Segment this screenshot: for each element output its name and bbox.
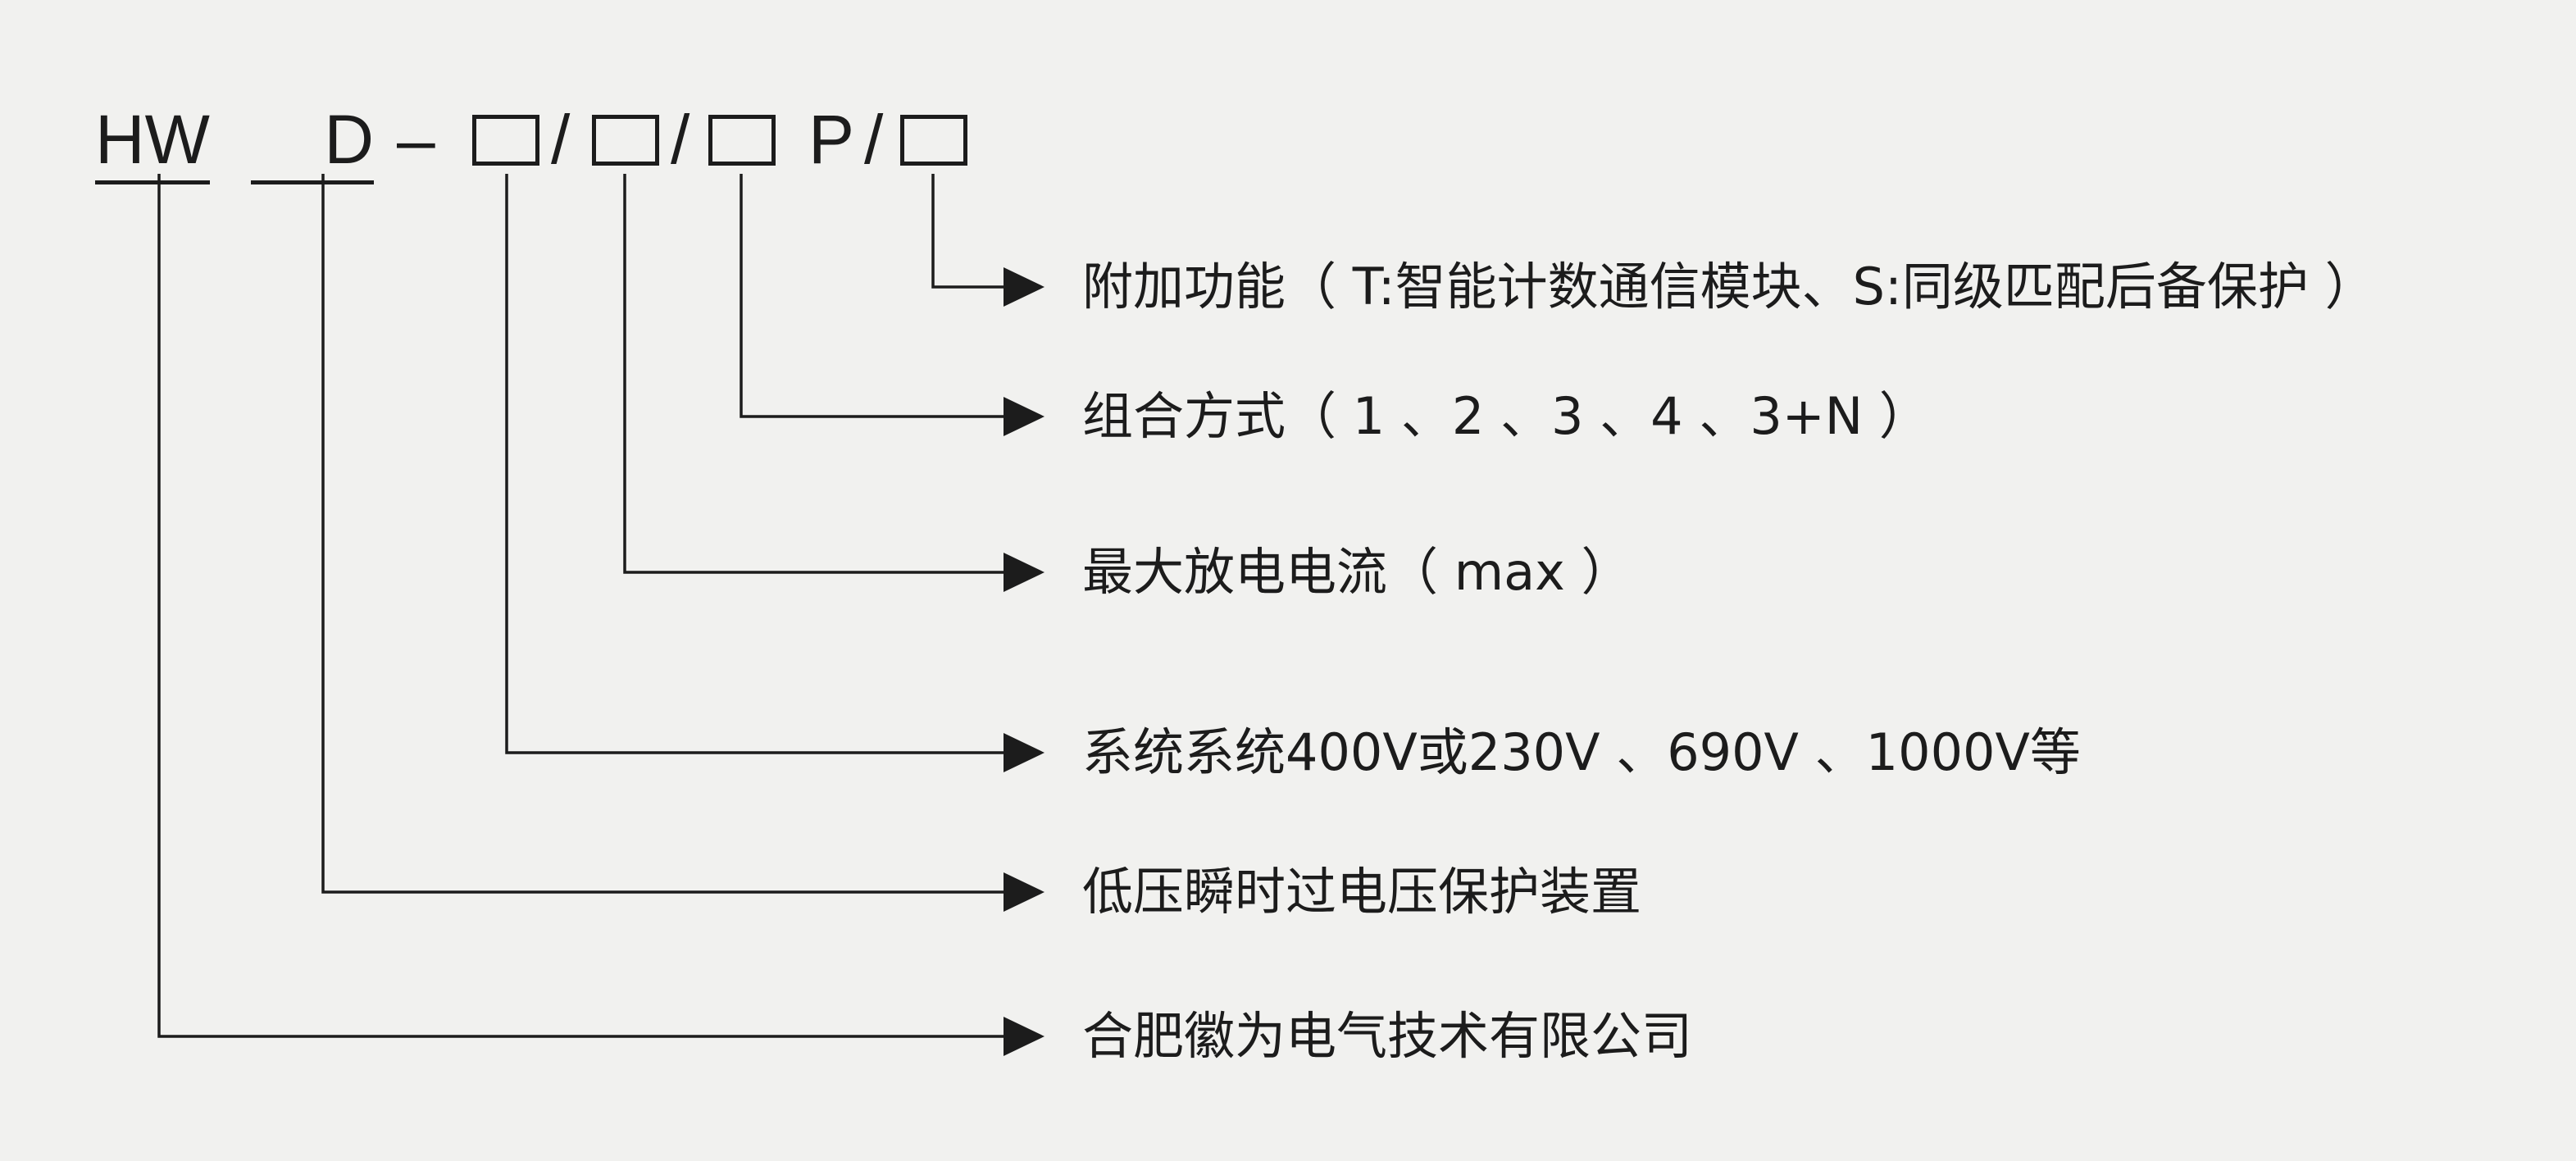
code-p-letter: P (808, 101, 855, 178)
code-slash-1: / (551, 101, 571, 178)
desc-company-name: 合肥徽为电气技术有限公司 (1082, 1006, 1693, 1066)
desc-combination-mode: 组合方式（ 1 、2 、3 、4 、3+N ） (1082, 386, 1930, 446)
code-brand-hw: HW (95, 98, 210, 184)
connector-type (321, 174, 1041, 894)
connector-voltage (505, 174, 1041, 754)
code-type-d: D (251, 98, 374, 184)
placeholder-box-current (592, 115, 659, 166)
arrowhead-function (1004, 267, 1045, 307)
desc-device-type: 低压瞬时过电压保护装置 (1082, 862, 1642, 922)
arrowhead-brand (1004, 1017, 1045, 1056)
code-slash-2: / (671, 101, 690, 178)
desc-max-discharge-current: 最大放电电流（ max ） (1082, 542, 1632, 602)
connector-combination (740, 174, 1041, 418)
desc-additional-function: 附加功能（ T:智能计数通信模块、S:同级匹配后备保护 ） (1082, 257, 2376, 316)
arrowhead-current (1004, 553, 1045, 592)
placeholder-box-function (900, 115, 967, 166)
connector-function (931, 174, 1041, 289)
placeholder-box-combination (708, 115, 776, 166)
placeholder-box-voltage (472, 115, 539, 166)
code-dash: – (397, 101, 435, 178)
arrowhead-type (1004, 872, 1045, 912)
arrowhead-voltage (1004, 733, 1045, 772)
arrowhead-combination (1004, 397, 1045, 436)
connector-brand (157, 174, 1041, 1038)
code-slash-3: / (864, 101, 884, 178)
desc-system-voltage: 系统系统400V或230V 、690V 、1000V等 (1082, 722, 2081, 782)
connector-current (623, 174, 1041, 574)
